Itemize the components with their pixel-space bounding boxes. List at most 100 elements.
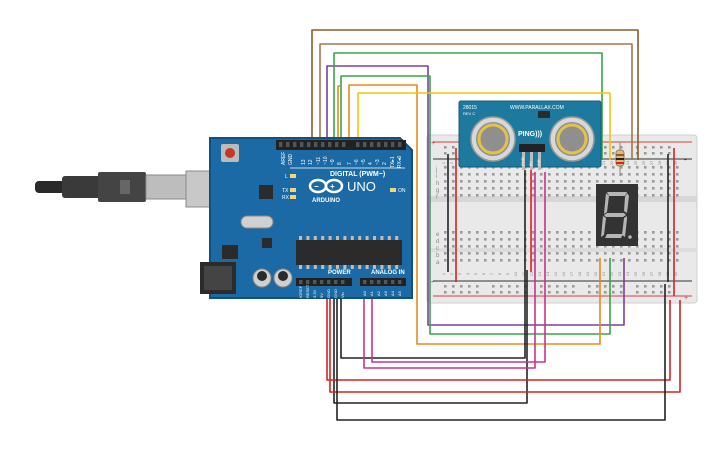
breadboard-hole[interactable] (532, 180, 535, 183)
breadboard-hole[interactable] (564, 194, 567, 197)
breadboard-hole[interactable] (564, 173, 567, 176)
breadboard-hole[interactable] (564, 180, 567, 183)
breadboard-hole[interactable] (572, 245, 575, 248)
breadboard-hole[interactable] (548, 194, 551, 197)
rail-hole[interactable] (508, 291, 511, 294)
header-pin[interactable] (363, 142, 367, 147)
breadboard-hole[interactable] (508, 180, 511, 183)
rail-hole[interactable] (660, 146, 663, 149)
breadboard-hole[interactable] (628, 173, 631, 176)
breadboard-hole[interactable] (500, 252, 503, 255)
breadboard-hole[interactable] (484, 259, 487, 262)
breadboard-hole[interactable] (612, 180, 615, 183)
rail-hole[interactable] (468, 291, 471, 294)
breadboard-hole[interactable] (652, 252, 655, 255)
rail-hole[interactable] (444, 285, 447, 288)
breadboard-hole[interactable] (516, 187, 519, 190)
rail-hole[interactable] (636, 285, 639, 288)
breadboard-hole[interactable] (580, 173, 583, 176)
breadboard-hole[interactable] (500, 238, 503, 241)
breadboard-hole[interactable] (476, 245, 479, 248)
breadboard-hole[interactable] (492, 252, 495, 255)
breadboard-hole[interactable] (620, 245, 623, 248)
breadboard-hole[interactable] (452, 187, 455, 190)
rail-hole[interactable] (620, 146, 623, 149)
header-pin[interactable] (327, 280, 331, 284)
breadboard-hole[interactable] (668, 194, 671, 197)
breadboard-hole[interactable] (492, 180, 495, 183)
breadboard-hole[interactable] (548, 187, 551, 190)
rail-hole[interactable] (604, 146, 607, 149)
rail-hole[interactable] (444, 146, 447, 149)
breadboard-hole[interactable] (636, 245, 639, 248)
header-pin[interactable] (370, 142, 374, 147)
breadboard-hole[interactable] (500, 259, 503, 262)
breadboard-hole[interactable] (652, 238, 655, 241)
rail-hole[interactable] (460, 291, 463, 294)
breadboard-hole[interactable] (572, 194, 575, 197)
breadboard-hole[interactable] (612, 259, 615, 262)
breadboard-hole[interactable] (516, 173, 519, 176)
header-pin[interactable] (307, 142, 311, 147)
rail-hole[interactable] (612, 152, 615, 155)
rail-hole[interactable] (612, 146, 615, 149)
rail-hole[interactable] (444, 291, 447, 294)
breadboard-hole[interactable] (556, 252, 559, 255)
breadboard-hole[interactable] (564, 252, 567, 255)
rail-hole[interactable] (452, 285, 455, 288)
breadboard-hole[interactable] (468, 194, 471, 197)
rail-hole[interactable] (644, 146, 647, 149)
breadboard-hole[interactable] (516, 252, 519, 255)
rail-hole[interactable] (468, 285, 471, 288)
breadboard-hole[interactable] (620, 252, 623, 255)
breadboard-hole[interactable] (636, 173, 639, 176)
breadboard-hole[interactable] (676, 238, 679, 241)
breadboard-hole[interactable] (492, 259, 495, 262)
rail-hole[interactable] (652, 285, 655, 288)
breadboard-hole[interactable] (628, 166, 631, 169)
breadboard-hole[interactable] (572, 238, 575, 241)
header-pin[interactable] (334, 280, 338, 284)
rail-hole[interactable] (596, 291, 599, 294)
breadboard-hole[interactable] (668, 238, 671, 241)
breadboard-hole[interactable] (484, 180, 487, 183)
breadboard-hole[interactable] (628, 180, 631, 183)
breadboard-hole[interactable] (492, 245, 495, 248)
breadboard-hole[interactable] (460, 238, 463, 241)
rail-hole[interactable] (636, 291, 639, 294)
breadboard-hole[interactable] (460, 173, 463, 176)
breadboard-hole[interactable] (508, 231, 511, 234)
rail-hole[interactable] (604, 285, 607, 288)
rail-hole[interactable] (564, 285, 567, 288)
rail-hole[interactable] (540, 285, 543, 288)
breadboard-hole[interactable] (572, 187, 575, 190)
breadboard-hole[interactable] (452, 238, 455, 241)
breadboard-hole[interactable] (516, 231, 519, 234)
breadboard-hole[interactable] (580, 259, 583, 262)
rail-hole[interactable] (652, 291, 655, 294)
breadboard-hole[interactable] (516, 259, 519, 262)
breadboard-hole[interactable] (644, 187, 647, 190)
breadboard-hole[interactable] (636, 252, 639, 255)
rail-hole[interactable] (604, 291, 607, 294)
breadboard-hole[interactable] (452, 231, 455, 234)
breadboard-hole[interactable] (612, 173, 615, 176)
breadboard-hole[interactable] (556, 187, 559, 190)
rail-hole[interactable] (476, 291, 479, 294)
breadboard-hole[interactable] (508, 173, 511, 176)
breadboard-hole[interactable] (532, 231, 535, 234)
breadboard-hole[interactable] (508, 187, 511, 190)
breadboard-hole[interactable] (444, 231, 447, 234)
header-pin[interactable] (398, 280, 402, 284)
breadboard-hole[interactable] (516, 194, 519, 197)
rail-hole[interactable] (452, 152, 455, 155)
breadboard-hole[interactable] (644, 252, 647, 255)
breadboard-hole[interactable] (588, 252, 591, 255)
breadboard-hole[interactable] (452, 259, 455, 262)
breadboard-hole[interactable] (628, 259, 631, 262)
breadboard-hole[interactable] (620, 173, 623, 176)
breadboard-hole[interactable] (588, 238, 591, 241)
breadboard-hole[interactable] (572, 180, 575, 183)
breadboard-hole[interactable] (556, 173, 559, 176)
breadboard-hole[interactable] (668, 187, 671, 190)
